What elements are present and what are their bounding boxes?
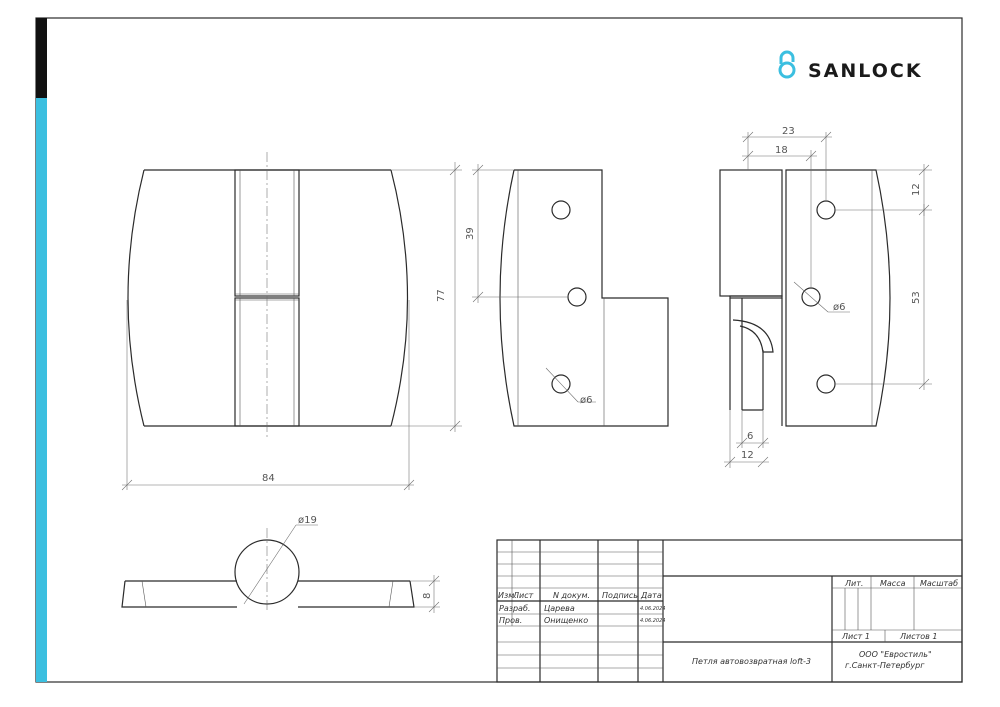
bottom-view xyxy=(121,528,415,612)
dim-label: 18 xyxy=(775,145,788,156)
header-list: Лист xyxy=(512,591,534,600)
dim-label: 6 xyxy=(747,431,753,442)
header-date: Дата xyxy=(640,591,662,600)
mass-label: Масса xyxy=(880,579,906,588)
dim-label: ø6 xyxy=(580,395,592,406)
sheet-label: Лист 1 xyxy=(841,632,870,641)
right-view xyxy=(719,169,891,427)
dim-label: 77 xyxy=(436,289,447,302)
dim-right-23: 23 xyxy=(742,126,832,200)
dim-right-hole: ø6 xyxy=(793,281,850,313)
header-sign: Подпись xyxy=(602,591,638,600)
side-bar-accent xyxy=(36,98,47,682)
dim-side-39: 39 xyxy=(465,164,568,303)
header-ndoc: N докум. xyxy=(553,591,590,600)
company-line2: г.Санкт-Петербург xyxy=(845,661,925,670)
front-view xyxy=(127,152,409,440)
dim-right-53: 53 xyxy=(835,204,932,390)
dim-label: 84 xyxy=(262,473,275,484)
dim-right-12b: 12 xyxy=(724,410,769,468)
product-name: Петля автовозвратная loft-3 xyxy=(692,657,811,666)
padlock-icon xyxy=(778,50,796,79)
side-bar-dark xyxy=(36,18,47,98)
brand-logo: SANLOCK xyxy=(778,50,923,82)
row-name: Царева xyxy=(544,604,575,613)
dim-label: 12 xyxy=(911,183,922,196)
side-view xyxy=(499,169,669,427)
row-date: 4.06.2024 xyxy=(640,606,665,612)
company-line1: ООО "Евростиль" xyxy=(859,650,932,659)
dim-side-hole: ø6 xyxy=(545,367,596,406)
row-name: Онищенко xyxy=(544,616,588,625)
sheet-frame xyxy=(35,17,963,683)
header-izm: Изм. xyxy=(498,591,517,600)
dim-right-18: 18 xyxy=(742,145,817,288)
brand-name: SANLOCK xyxy=(808,60,923,82)
dim-bottom-8: 8 xyxy=(410,575,440,613)
dim-bottom-dia: ø19 xyxy=(243,515,318,605)
row-role: Пров. xyxy=(499,616,522,625)
dim-right-12: 12 xyxy=(835,164,932,216)
dim-front-width: 84 xyxy=(121,300,415,491)
dim-label: ø19 xyxy=(298,515,317,526)
dim-label: 39 xyxy=(465,227,476,240)
dim-label: ø6 xyxy=(833,302,845,313)
dim-label: 23 xyxy=(782,126,795,137)
dim-label: 53 xyxy=(911,291,922,304)
dim-label: 8 xyxy=(422,593,433,599)
sheets-label: Листов 1 xyxy=(899,632,938,641)
row-date: 4.06.2024 xyxy=(640,618,665,624)
dim-front-height: 77 xyxy=(391,162,462,432)
scale-label: Масштаб xyxy=(920,579,958,588)
lit-label: Лит. xyxy=(844,579,863,588)
dim-right-6: 6 xyxy=(736,410,769,449)
title-block: Изм. Лист N докум. Подпись Дата Разраб. … xyxy=(496,539,963,683)
dim-label: 12 xyxy=(741,450,754,461)
row-role: Разраб. xyxy=(499,604,530,613)
